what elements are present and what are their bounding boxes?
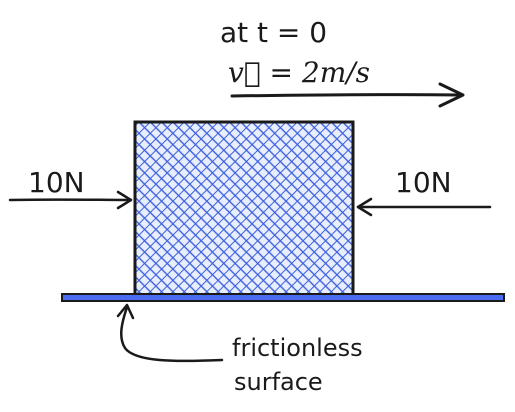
time-label: at t = 0	[220, 16, 327, 49]
surface-label-line2: surface	[234, 368, 323, 396]
block	[133, 120, 355, 297]
frictionless-surface	[61, 293, 505, 302]
left-force-arrow-icon	[8, 190, 133, 210]
right-force-arrow-icon	[356, 197, 492, 217]
surface-label-line1: frictionless	[232, 334, 363, 362]
velocity-arrow-icon	[230, 82, 465, 108]
velocity-label: v⃗ = 2m/s	[228, 56, 370, 89]
left-force-label: 10N	[28, 166, 85, 199]
right-force-label: 10N	[395, 166, 452, 199]
surface-callout-arrow-icon	[116, 303, 224, 363]
